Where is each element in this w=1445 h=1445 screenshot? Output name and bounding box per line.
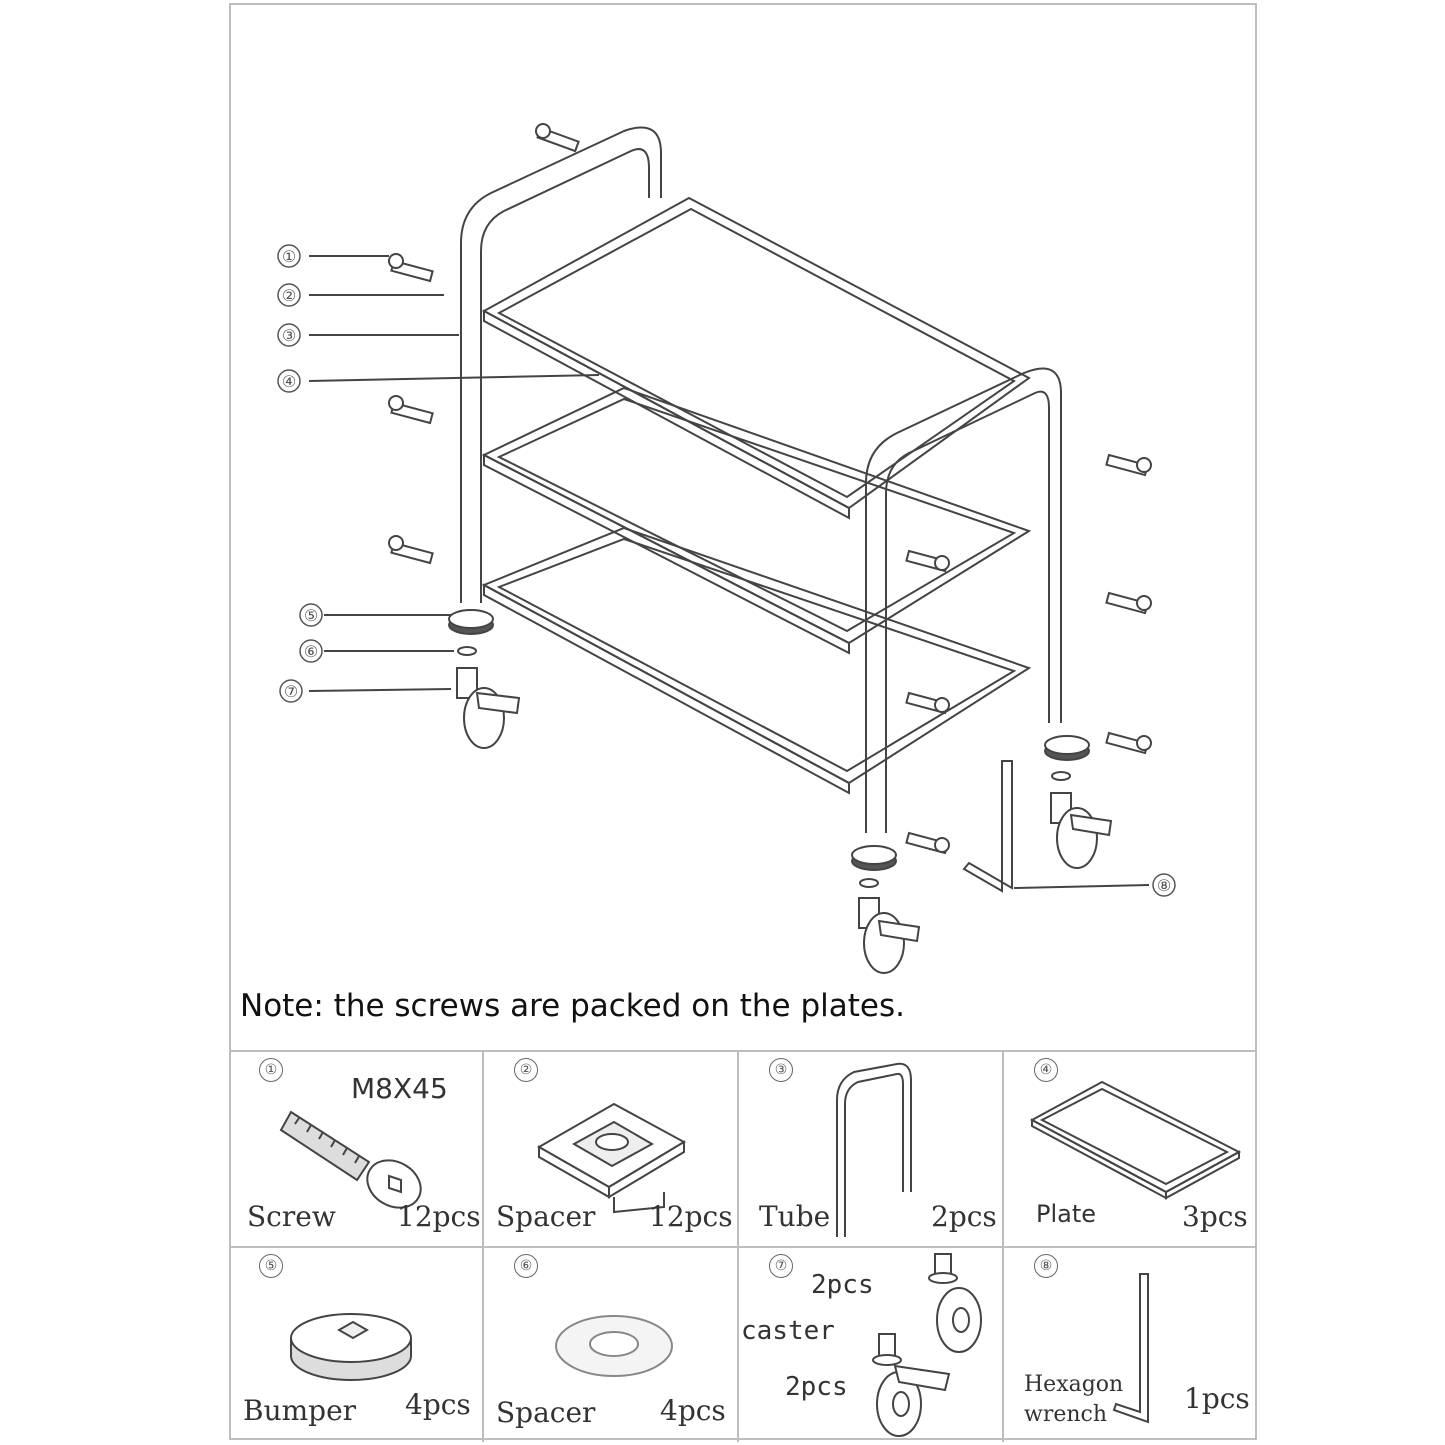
svg-text:⑥: ⑥ (304, 642, 318, 661)
part-qty: 1pcs (1184, 1382, 1250, 1415)
part-cell-tube: ③ Tube 2pcs (739, 1052, 1004, 1248)
assembly-spacer (457, 646, 477, 656)
right-tube-frame (865, 367, 1062, 833)
middle-plate (481, 386, 1032, 655)
assembly-screw (388, 535, 434, 565)
part-qty: 3pcs (1182, 1200, 1248, 1233)
callout-3: ③ (277, 323, 301, 347)
hex-wrench-icon (1112, 1273, 1149, 1424)
part-name: Tube (759, 1200, 831, 1233)
caster-qty-bottom: 2pcs (785, 1372, 848, 1402)
bottom-plate (481, 526, 1032, 795)
part-qty: 12pcs (649, 1200, 733, 1233)
tube-icon (836, 1062, 912, 1237)
part-name: Spacer (496, 1200, 596, 1233)
callout-5: ⑤ (299, 603, 323, 627)
left-tube-frame (460, 126, 662, 603)
assembly-bumper (851, 845, 897, 871)
part-cell-bumper: ⑤ Bumper 4pcs (229, 1248, 484, 1442)
assembly-screw (1105, 453, 1152, 477)
assembly-screw (1105, 731, 1152, 755)
assembly-screw (905, 549, 950, 573)
assembly-caster (456, 667, 521, 749)
square-spacer-icon (536, 1102, 687, 1214)
part-name-line1: Hexagon (1024, 1372, 1124, 1397)
part-name: Bumper (243, 1394, 357, 1427)
bumper-icon (290, 1313, 412, 1381)
svg-text:⑤: ⑤ (304, 606, 318, 625)
top-plate (481, 196, 1031, 520)
plate-icon (1029, 1080, 1242, 1200)
callout-6: ⑥ (299, 639, 323, 663)
assembly-screw (388, 253, 434, 283)
svg-text:③: ③ (282, 326, 296, 345)
assembly-spacer (859, 878, 879, 888)
callout-1: ① (277, 244, 301, 268)
svg-text:⑦: ⑦ (284, 682, 298, 701)
callout-8: ⑧ (1152, 873, 1176, 897)
screw-icon (279, 1110, 422, 1209)
part-name: Screw (247, 1200, 336, 1233)
round-spacer-icon (555, 1315, 673, 1377)
screw-size: M8X45 (351, 1072, 448, 1105)
caster-icon (872, 1253, 982, 1437)
part-cell-plate: ④ Plate 3pcs (1004, 1052, 1257, 1248)
part-name: caster (741, 1316, 835, 1346)
callout-2: ② (277, 283, 301, 307)
assembly-caster (858, 897, 921, 974)
svg-text:②: ② (282, 286, 296, 305)
assembly-caster (1050, 792, 1113, 869)
assembly-bumper (448, 609, 494, 635)
part-cell-spacer-round: ⑥ Spacer 4pcs (484, 1248, 739, 1442)
assembly-screw (388, 395, 434, 425)
part-name: Spacer (496, 1396, 596, 1429)
diagram-frame (229, 3, 1257, 1440)
part-cell-caster: ⑦ 2pcs caster 2pcs (739, 1248, 1004, 1442)
part-cell-spacer-square: ② Spacer 12pcs (484, 1052, 739, 1248)
part-qty: 12pcs (397, 1200, 481, 1233)
caster-qty-top: 2pcs (811, 1270, 874, 1300)
callout-7: ⑦ (279, 679, 303, 703)
svg-text:⑧: ⑧ (1157, 876, 1171, 895)
part-qty: 2pcs (931, 1200, 997, 1233)
packing-note: Note: the screws are packed on the plate… (240, 988, 905, 1024)
part-qty: 4pcs (405, 1388, 471, 1421)
callout-4: ④ (277, 369, 301, 393)
assembly-hex-wrench (962, 760, 1013, 893)
part-qty: 4pcs (660, 1394, 726, 1427)
cart-assembly-drawing: ① ② ③ ④ ⑤ ⑥ ⑦ ⑧ (277, 123, 1176, 974)
assembly-screw (905, 831, 950, 855)
part-cell-screw: ① M8X45 Screw 12pcs (229, 1052, 484, 1248)
part-cell-hex-wrench: ⑧ Hexagon wrench 1pcs (1004, 1248, 1257, 1442)
svg-text:①: ① (282, 247, 296, 266)
parts-list: ① M8X45 Screw 12pcs ② Spacer 12p (229, 1050, 1257, 1442)
assembly-bumper (1044, 735, 1090, 761)
part-name: Plate (1036, 1200, 1097, 1228)
assembly-screw (905, 691, 950, 715)
part-name-line2: wrench (1024, 1402, 1108, 1427)
assembly-screw (1105, 591, 1152, 615)
assembly-spacer (1051, 771, 1071, 781)
svg-text:④: ④ (282, 372, 296, 391)
assembly-screw (535, 123, 580, 153)
